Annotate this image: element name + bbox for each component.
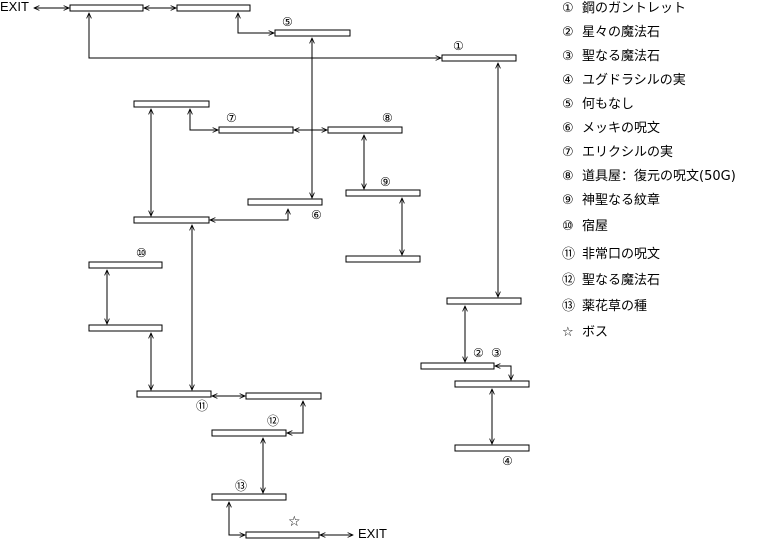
marker-13: ⑬ [235,479,248,493]
marker-3: ③ [491,346,502,360]
marker-8: ⑧ [382,111,393,125]
platform [211,493,287,501]
marker-12: ⑫ [267,414,280,428]
platform [133,216,210,224]
marker-4: ④ [502,454,513,468]
platform [211,429,287,437]
connector-arrow [210,209,288,220]
exit-label-top: EXIT [0,0,29,14]
platform [136,390,212,398]
platform [446,297,522,305]
platform [218,126,294,134]
connector-arrow [238,13,274,33]
platform [245,392,322,400]
boss-star-marker: ☆ [288,514,301,530]
platform [88,261,163,269]
platform [69,4,144,12]
connector-arrow [89,13,441,58]
platform [327,126,403,134]
platform [176,4,251,12]
marker-2: ② [473,346,484,360]
connector-arrow [495,366,511,380]
platform [88,324,163,332]
platform [247,198,323,206]
marker-5: ⑤ [282,15,293,29]
platform [454,380,530,388]
marker-6: ⑥ [311,208,322,222]
marker-1: ① [453,39,464,53]
marker-9: ⑨ [380,175,391,189]
connector-arrow [229,502,245,535]
connector-arrow [190,109,218,130]
platform [133,100,210,108]
marker-7: ⑦ [226,111,237,125]
legend-item: ☆ボス [562,325,609,340]
platform [274,29,351,37]
platform [345,255,421,263]
platform [420,362,495,370]
platform [454,444,530,452]
platform [345,189,421,197]
marker-10: ⑩ [136,246,147,260]
marker-11: ⑪ [196,399,209,413]
connector-arrow [287,401,303,433]
platform [245,531,320,539]
exit-label-bottom: EXIT [358,526,387,541]
platform [441,54,517,62]
